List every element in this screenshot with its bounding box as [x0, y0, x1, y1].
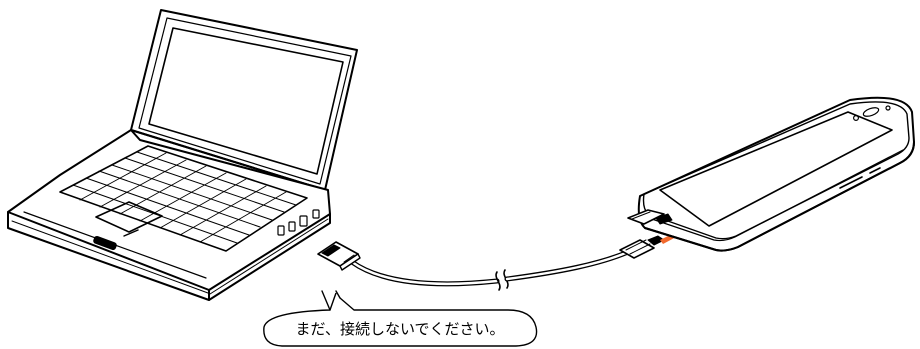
laptop-icon	[7, 9, 358, 301]
callout-text: まだ、接続しないでください。	[295, 320, 504, 338]
smartphone-icon	[627, 96, 915, 252]
usb-a-plug-icon	[317, 241, 361, 271]
micro-usb-plug-icon	[619, 235, 665, 259]
callout-bubble: まだ、接続しないでください。	[263, 290, 538, 347]
usb-cable-icon	[317, 235, 665, 291]
